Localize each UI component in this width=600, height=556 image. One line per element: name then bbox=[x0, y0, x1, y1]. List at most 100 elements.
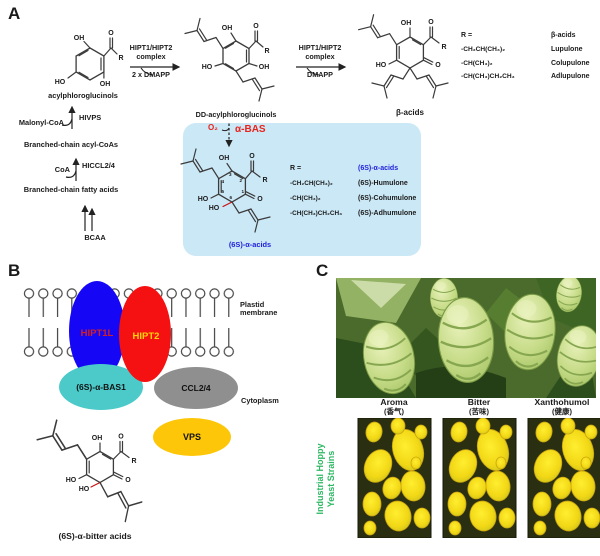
atom-oh: OH bbox=[222, 25, 233, 32]
ccl-protein bbox=[154, 367, 238, 409]
arrow1-enzyme-line2: complex bbox=[136, 52, 166, 61]
ring-number-1: 1 bbox=[242, 189, 245, 194]
cytoplasm-label: Cytoplasm bbox=[241, 396, 279, 405]
atom-ho-red: HO bbox=[209, 205, 220, 212]
alpha-row-name: (6S)-Humulone bbox=[358, 180, 408, 187]
yeast-image-bitter bbox=[442, 418, 517, 538]
hipt2-label: HIPT2 bbox=[133, 331, 160, 342]
column-label-bitter: Bitter bbox=[467, 397, 491, 407]
alpha-row-formula: -CH(CH₃)₂ bbox=[290, 195, 321, 202]
reaction-arrow-1 bbox=[130, 63, 181, 76]
oxygen-label: O₂ bbox=[208, 123, 218, 132]
column-label-bitter-zh: (苦味) bbox=[469, 407, 489, 416]
plastid-line1: Plastid bbox=[240, 300, 265, 309]
molecule-dd-acylphloroglucinol: OH O R HO OH bbox=[184, 17, 275, 102]
plastid-line2: membrane bbox=[240, 308, 278, 318]
panel-a-label: A bbox=[8, 4, 21, 23]
atom-ho-red: HO bbox=[79, 486, 90, 493]
alpha-table-header-right: (6S)-α-acids bbox=[358, 165, 399, 172]
bas1-protein bbox=[59, 364, 143, 410]
beta-table-header-left: R = bbox=[461, 32, 473, 39]
atom-oh: OH bbox=[219, 155, 230, 162]
hivps-label: HIVPS bbox=[79, 113, 102, 122]
vps-protein bbox=[153, 418, 231, 456]
mol2-caption: DD-acylphloroglucinols bbox=[195, 110, 277, 119]
beta-row-formula: -CH(CH₃)CH₂CH₃ bbox=[461, 73, 515, 80]
atom-ho: HO bbox=[202, 64, 213, 71]
column-label-aroma-zh: (香气) bbox=[384, 407, 404, 416]
reaction-arrow-2 bbox=[296, 63, 347, 76]
atom-oh: OH bbox=[401, 20, 412, 27]
alpha-table-header-left: R = bbox=[290, 165, 302, 172]
panel-b-label: B bbox=[8, 261, 21, 280]
beta-row-name: Lupulone bbox=[551, 46, 583, 53]
alpha-acids-highlight-box bbox=[183, 123, 421, 256]
panel-a-graphics: OH O R HO OH bbox=[55, 14, 449, 256]
atom-oh: OH bbox=[74, 35, 85, 42]
mol1-caption: acylphloroglucinols bbox=[48, 91, 118, 100]
atom-r: R bbox=[262, 177, 267, 184]
ring-number-5: 5 bbox=[222, 189, 225, 194]
mol3-caption: β-acids bbox=[395, 108, 424, 117]
atom-ho: HO bbox=[55, 79, 66, 86]
alpha-bas-arrow bbox=[221, 123, 233, 148]
atom-r: R bbox=[131, 458, 136, 465]
coa-label: CoA bbox=[54, 165, 70, 174]
column-label-xanthohumol: Xanthohumol bbox=[534, 397, 590, 407]
molecule-6s-alpha-acids: OH O R O HO HO 3 2 1 6 5 4 bbox=[180, 148, 271, 233]
molecule-acylphloroglucinol: OH O R HO OH bbox=[55, 30, 124, 88]
alpha-row-name: (6S)-Adhumulone bbox=[358, 210, 417, 217]
ccl-label: CCL2/4 bbox=[181, 383, 211, 393]
atom-o: O bbox=[428, 19, 434, 26]
atom-o: O bbox=[125, 477, 131, 484]
hipt1l-protein bbox=[69, 281, 125, 381]
beta-row-name: Colupulone bbox=[551, 60, 590, 67]
vps-label: VPS bbox=[183, 432, 201, 442]
alpha-acids-caption: (6S)-α-acids bbox=[228, 240, 272, 249]
bitter-acids-caption: (6S)-α-bitter acids bbox=[58, 531, 132, 541]
column-label-xanthohumol-zh: (健康) bbox=[552, 407, 572, 416]
arrow2-enzyme-line1: HIPT1/HIPT2 bbox=[298, 43, 342, 52]
arrow2-substrate: DMAPP bbox=[307, 70, 333, 79]
beta-row-name: Adlupulone bbox=[551, 73, 590, 80]
alpha-bas-enzyme-label: α-BAS bbox=[235, 124, 266, 135]
ring-number-3: 3 bbox=[229, 172, 232, 177]
industrial-yeast-side-label: Industrial Hoppy Yeast Strains bbox=[315, 416, 341, 542]
atom-ho: HO bbox=[66, 477, 77, 484]
acyl-coas-label: Branched-chain acyl-CoAs bbox=[23, 140, 119, 149]
hiccl-label: HICCL2/4 bbox=[82, 161, 115, 170]
arrow1-enzyme-line1: HIPT1/HIPT2 bbox=[129, 43, 173, 52]
fatty-acids-label: Branched-chain fatty acids bbox=[23, 185, 119, 194]
atom-r: R bbox=[264, 48, 269, 55]
atom-oh: OH bbox=[100, 81, 111, 88]
alpha-row-formula: -CH₂CH(CH₃)₂ bbox=[290, 180, 333, 187]
hipt1l-label: HIPT1L bbox=[81, 328, 114, 339]
atom-ho: HO bbox=[376, 62, 387, 69]
atom-r: R bbox=[118, 55, 123, 62]
yeast-micrographs bbox=[357, 418, 600, 538]
yeast-image-aroma bbox=[357, 418, 432, 538]
molecule-6s-alpha-bitter-acids: OH O R O HO HO bbox=[36, 419, 143, 523]
molecule-beta-acids: OH O R O HO bbox=[358, 14, 449, 99]
atom-oh: OH bbox=[92, 435, 103, 442]
beta-table-header-right: β-acids bbox=[551, 32, 576, 39]
yeast-image-xanthohumol bbox=[527, 418, 600, 538]
ring-number-2: 2 bbox=[240, 178, 243, 183]
beta-row-formula: -CH(CH₃)₂ bbox=[461, 60, 493, 67]
panel-c-label: C bbox=[316, 261, 329, 280]
atom-o: O bbox=[249, 153, 255, 160]
arrow2-enzyme-line2: complex bbox=[305, 52, 335, 61]
bcaa-label: BCAA bbox=[84, 233, 106, 242]
ring-number-6: 6 bbox=[230, 195, 233, 200]
atom-o: O bbox=[253, 23, 259, 30]
atom-oh: OH bbox=[259, 64, 270, 71]
bas1-label: (6S)-α-BAS1 bbox=[76, 382, 126, 392]
atom-o: O bbox=[108, 30, 114, 37]
atom-ho: HO bbox=[198, 196, 209, 203]
plastid-membrane-label: Plastid membrane bbox=[240, 300, 278, 318]
side-label-line1: Industrial Hoppy bbox=[315, 443, 325, 515]
arrow1-substrate: 2 x DMAPP bbox=[132, 70, 170, 79]
panel-b-graphics: HIPT1L HIPT2 (6S)-α-BAS1 CCL2/4 VPS OH O… bbox=[22, 281, 238, 523]
alpha-row-formula: -CH(CH₃)CH₂CH₃ bbox=[290, 210, 343, 217]
